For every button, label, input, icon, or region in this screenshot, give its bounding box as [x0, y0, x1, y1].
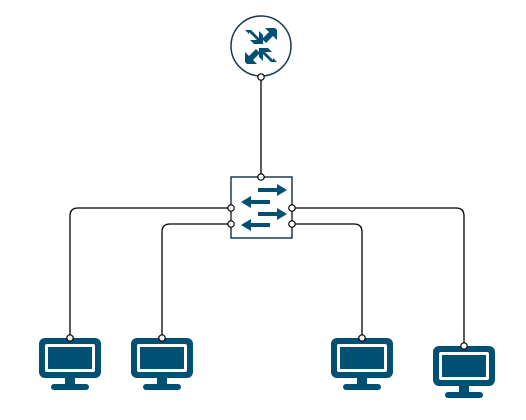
link-switch-pc2 — [161, 223, 230, 337]
router-icon — [245, 28, 277, 64]
workstation-4[interactable] — [433, 342, 495, 398]
switch-icon — [241, 184, 287, 231]
router-port — [257, 73, 265, 81]
link-switch-pc4 — [292, 207, 465, 345]
connection-lines — [69, 77, 465, 345]
switch-body — [230, 176, 293, 239]
workstation-port — [66, 334, 74, 342]
monitor-icon — [331, 338, 393, 390]
workstation-port — [358, 334, 366, 342]
link-switch-pc3 — [292, 223, 363, 337]
workstation-port — [158, 334, 166, 342]
monitor-icon — [131, 338, 193, 390]
workstation-3[interactable] — [331, 334, 393, 390]
switch[interactable] — [227, 173, 296, 239]
monitor-icon — [433, 346, 495, 398]
workstation-1[interactable] — [39, 334, 101, 390]
workstation-port — [460, 342, 468, 350]
monitor-icon — [39, 338, 101, 390]
workstation-2[interactable] — [131, 334, 193, 390]
router[interactable] — [230, 15, 292, 81]
link-switch-pc1 — [69, 207, 230, 337]
router-body — [230, 15, 292, 77]
switch-ports — [227, 173, 296, 228]
